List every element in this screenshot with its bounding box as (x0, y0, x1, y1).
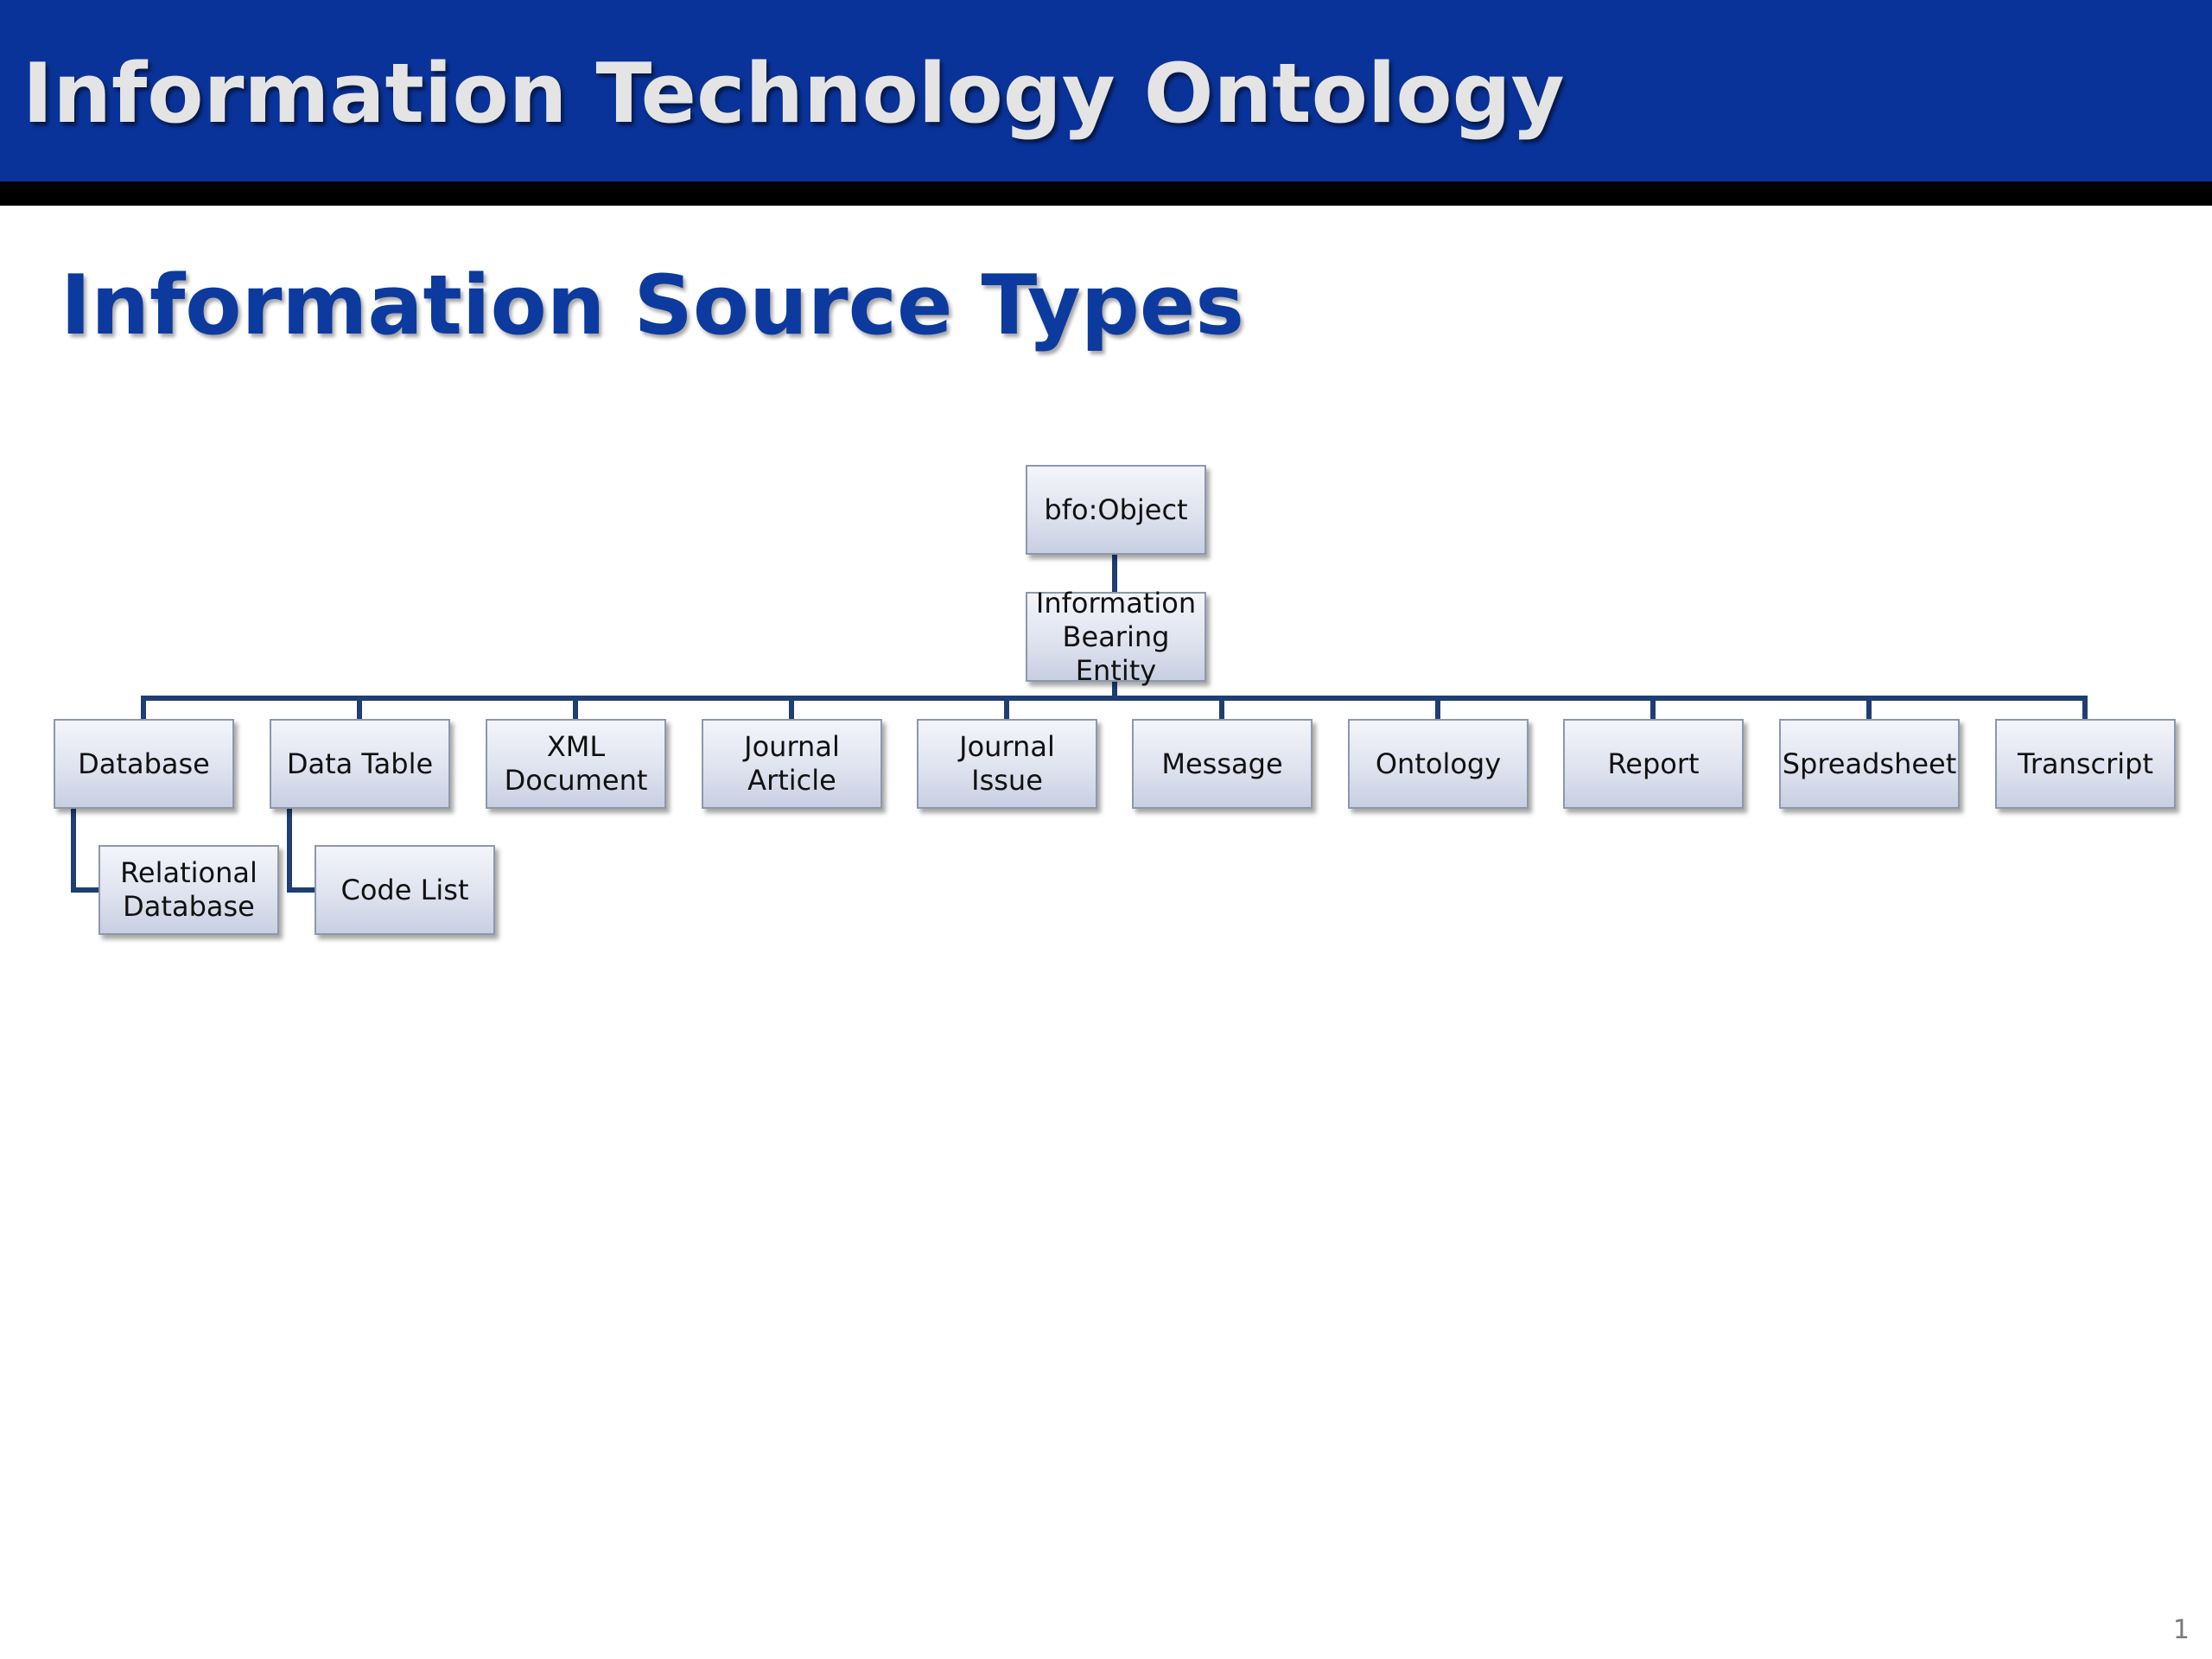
node-label: Ontology (1375, 747, 1502, 780)
node-transcript: Transcript (1995, 719, 2176, 809)
node-spreadsheet: Spreadsheet (1779, 719, 1960, 809)
node-label: Code List (340, 873, 469, 906)
node-label: Message (1161, 747, 1283, 780)
connector-data-table-to-code-list (287, 806, 317, 893)
header-title: Information Technology Ontology (22, 47, 1565, 142)
node-label: Transcript (2017, 747, 2154, 780)
node-report: Report (1563, 719, 1744, 809)
node-journal-article: Journal Article (702, 719, 882, 809)
node-relational-database: Relational Database (99, 845, 279, 935)
node-code-list: Code List (315, 845, 495, 935)
node-bfo-object: bfo:Object (1026, 465, 1206, 555)
node-label: Journal Issue (959, 730, 1055, 797)
header-band (0, 0, 2212, 181)
node-message: Message (1132, 719, 1313, 809)
node-journal-issue: Journal Issue (917, 719, 1097, 809)
node-label: XML Document (504, 730, 648, 797)
node-ontology: Ontology (1348, 719, 1529, 809)
node-label: Journal Article (744, 730, 840, 797)
header-rule (0, 181, 2212, 206)
node-label: bfo:Object (1044, 493, 1188, 526)
node-label: Spreadsheet (1782, 747, 1957, 780)
connector-database-to-relational (71, 806, 101, 893)
slide-subtitle: Information Source Types (60, 258, 1244, 353)
node-database: Database (54, 719, 234, 809)
page-number: 1 (2172, 1615, 2190, 1645)
node-label: Data Table (286, 747, 434, 780)
node-label: Report (1607, 747, 1700, 780)
node-label: Information Bearing Entity (1035, 586, 1197, 687)
node-xml-document: XML Document (486, 719, 666, 809)
node-label: Database (78, 747, 210, 780)
node-information-bearing-entity: Information Bearing Entity (1026, 587, 1206, 687)
node-data-table: Data Table (270, 719, 450, 809)
node-label: Relational Database (120, 856, 257, 923)
